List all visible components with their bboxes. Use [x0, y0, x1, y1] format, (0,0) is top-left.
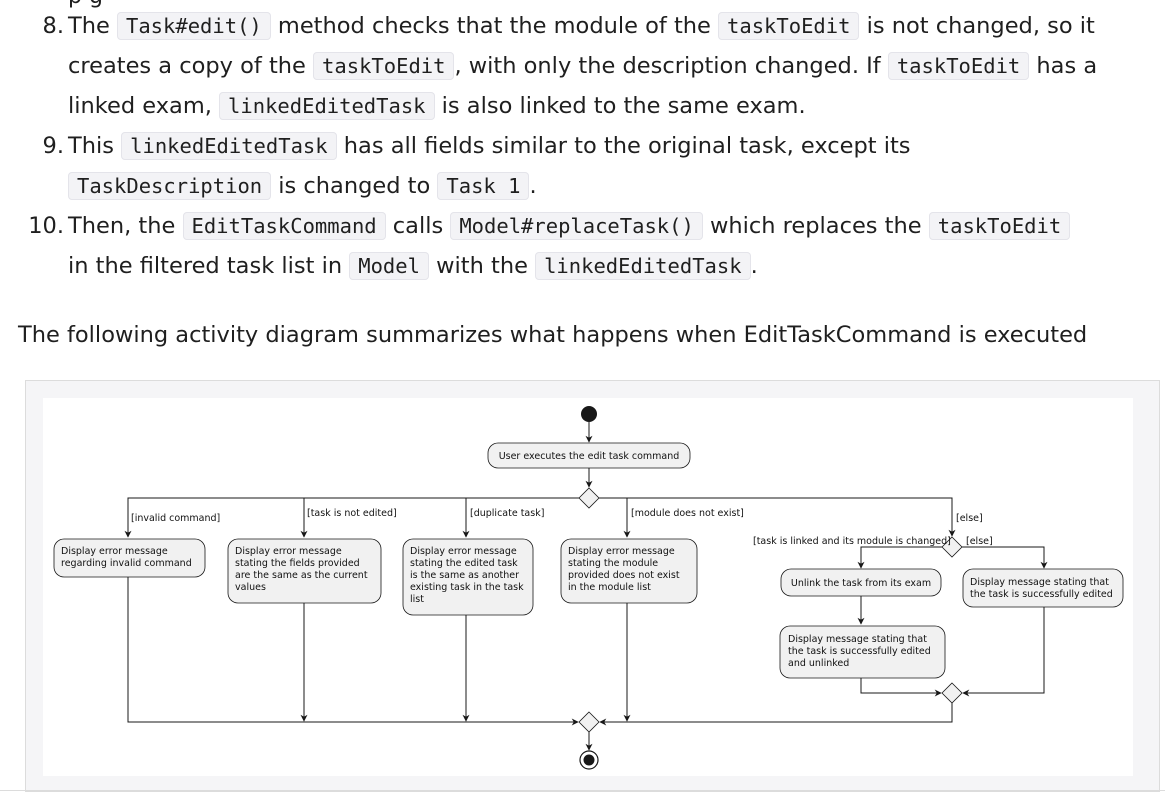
flow-invalid-to-merge [127, 577, 579, 726]
step-number: 8. [42, 13, 64, 39]
guard-linked-changed: [task is linked and its module is change… [753, 536, 951, 547]
activity-task-not-edited-label: Display error message stating the fields… [235, 546, 371, 593]
main-decision [578, 487, 600, 509]
bottom-divider [0, 790, 1165, 791]
flow-unlinked-to-merge [860, 678, 942, 697]
step-1-line-1: 8.The Task#edit() method checks that the… [0, 6, 1160, 46]
activity-success-label: Display message stating that the task is… [970, 577, 1113, 600]
flow-success-to-merge [962, 607, 1045, 697]
inline-code: linkedEditedTask [219, 92, 435, 120]
activity-user-executes-label: User executes the edit task command [499, 451, 680, 462]
guard-duplicate-task: [duplicate task] [470, 508, 544, 519]
activity-success [962, 568, 1124, 608]
text-run: method checks that the module of the [270, 13, 719, 39]
inline-code: linkedEditedTask [121, 132, 337, 160]
clipped-previous-line: p g [68, 0, 103, 8]
step-2-line-2: TaskDescription is changed to Task 1. [0, 166, 1160, 206]
final-merge [578, 711, 600, 733]
diagram-intro-paragraph: The following activity diagram summarize… [18, 322, 1088, 348]
text-run: This [68, 133, 122, 159]
step-2-line-1: 9.This linkedEditedTask has all fields s… [0, 126, 1160, 166]
text-run: Then, the [68, 213, 183, 239]
activity-invalid-command-label: Display error message regarding invalid … [61, 546, 192, 569]
text-run: , with only the description changed. If [454, 53, 888, 79]
start-node [581, 406, 597, 422]
text-run: calls [385, 213, 451, 239]
step-number: 9. [42, 133, 64, 159]
implementation-steps-list: 8.The Task#edit() method checks that the… [0, 6, 1160, 286]
linked-decision [941, 536, 963, 558]
text-run: is also linked to the same exam. [434, 93, 806, 119]
step-3-line-2: in the filtered task list in Model with … [0, 246, 1160, 286]
inline-code: Task 1 [437, 172, 530, 200]
flow-inner-merge-to-final [599, 703, 953, 726]
text-run: creates a copy of the [68, 53, 314, 79]
step-1-line-2: creates a copy of the taskToEdit, with o… [0, 46, 1160, 86]
guard-invalid-command: [invalid command] [131, 513, 220, 524]
inline-code: TaskDescription [68, 172, 272, 200]
text-run: with the [428, 253, 536, 279]
activity-invalid-command [53, 538, 206, 578]
text-run: has all fields similar to the original t… [336, 133, 911, 159]
inline-code: taskToEdit [928, 212, 1071, 240]
text-run: is not changed, so it [859, 13, 1095, 39]
activity-duplicate-task [402, 538, 534, 616]
inline-code: taskToEdit [718, 12, 860, 40]
text-run: The [68, 13, 117, 39]
inline-code: Model#replaceTask() [450, 212, 703, 240]
inline-code: taskToEdit [887, 52, 1030, 80]
activity-module-not-exist [560, 538, 698, 604]
end-node-core [583, 754, 595, 766]
inline-code: taskToEdit [313, 52, 455, 80]
text-run: . [529, 173, 537, 199]
activity-module-not-exist-label: Display error message stating the module… [568, 546, 683, 593]
step-number: 10. [28, 213, 64, 239]
inline-code: Task#edit() [117, 12, 271, 40]
inline-code: EditTaskCommand [182, 212, 386, 240]
activity-success-unlinked-label: Display message stating that the task is… [788, 634, 934, 669]
inner-merge [941, 682, 963, 704]
flow-branch-invalid [124, 497, 579, 538]
activity-success-unlinked [779, 625, 946, 679]
inline-code: linkedEditedTask [535, 252, 751, 280]
activity-unlink-task-label: Unlink the task from its exam [791, 578, 931, 589]
guard-else-inner: [else] [966, 536, 993, 547]
guard-task-not-edited: [task is not edited] [307, 508, 397, 519]
flow-linked-branch [857, 546, 942, 569]
step-1-line-3: linked exam, linkedEditedTask is also li… [0, 86, 1160, 126]
text-run: has a [1029, 53, 1098, 79]
activity-duplicate-task-label: Display error message stating the edited… [410, 546, 527, 605]
text-run: is changed to [271, 173, 438, 199]
flow-branch-else [599, 497, 956, 537]
text-run: in the filtered task list in [68, 253, 350, 279]
text-run: which replaces the [702, 213, 929, 239]
step-3-line-1: 10.Then, the EditTaskCommand calls Model… [0, 206, 1160, 246]
inline-code: Model [349, 252, 429, 280]
guard-else-outer: [else] [956, 513, 983, 524]
guard-module-not-exist: [module does not exist] [631, 508, 744, 519]
text-run: . [750, 253, 758, 279]
flow-else-inner-branch [962, 546, 1048, 569]
text-run: linked exam, [68, 93, 220, 119]
